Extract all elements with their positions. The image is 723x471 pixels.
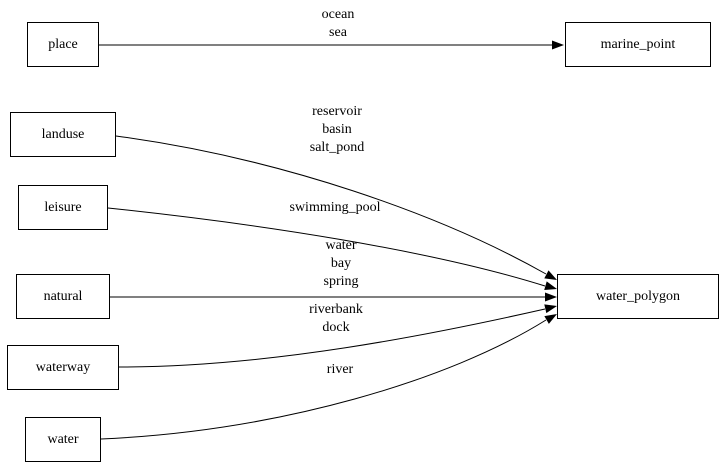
edge-waterway-water-polygon xyxy=(118,308,546,368)
node-leisure: leisure xyxy=(18,185,108,230)
edge-leisure-water-polygon xyxy=(107,207,546,287)
node-landuse: landuse xyxy=(10,112,116,157)
node-waterway: waterway xyxy=(7,345,119,390)
arrowhead-natural-water-polygon xyxy=(545,292,557,302)
node-water-label: water xyxy=(47,431,79,447)
arrowhead-place-marine-point xyxy=(552,40,564,50)
edge-label-natural-water-polygon: water bay spring xyxy=(323,238,359,289)
arrowhead-landuse-water-polygon xyxy=(544,270,557,280)
edge-landuse-water-polygon xyxy=(115,135,547,275)
edge-label-waterway-water-polygon: riverbank dock xyxy=(309,302,363,335)
edge-label-landuse-water-polygon: reservoir basin salt_pond xyxy=(309,104,365,155)
edge-label-water-water-polygon: river xyxy=(326,362,354,377)
arrowhead-leisure-water-polygon xyxy=(544,281,557,291)
node-water-polygon-label: water_polygon xyxy=(596,288,680,304)
node-place: place xyxy=(27,22,99,67)
arrowhead-waterway-water-polygon xyxy=(544,304,557,314)
edge-label-place-marine-point: ocean sea xyxy=(321,7,355,40)
node-natural-label: natural xyxy=(43,288,83,304)
node-place-label: place xyxy=(48,36,78,52)
node-natural: natural xyxy=(16,274,110,319)
node-leisure-label: leisure xyxy=(44,199,82,215)
node-water: water xyxy=(25,417,101,462)
edge-label-leisure-water-polygon: swimming_pool xyxy=(289,200,381,215)
node-landuse-label: landuse xyxy=(41,126,85,142)
arrowhead-water-water-polygon xyxy=(544,314,557,324)
node-water-polygon: water_polygon xyxy=(557,274,719,319)
node-marine-point: marine_point xyxy=(565,22,711,67)
node-waterway-label: waterway xyxy=(35,359,91,375)
node-marine-point-label: marine_point xyxy=(600,36,676,52)
edge-water-water-polygon xyxy=(100,319,547,440)
